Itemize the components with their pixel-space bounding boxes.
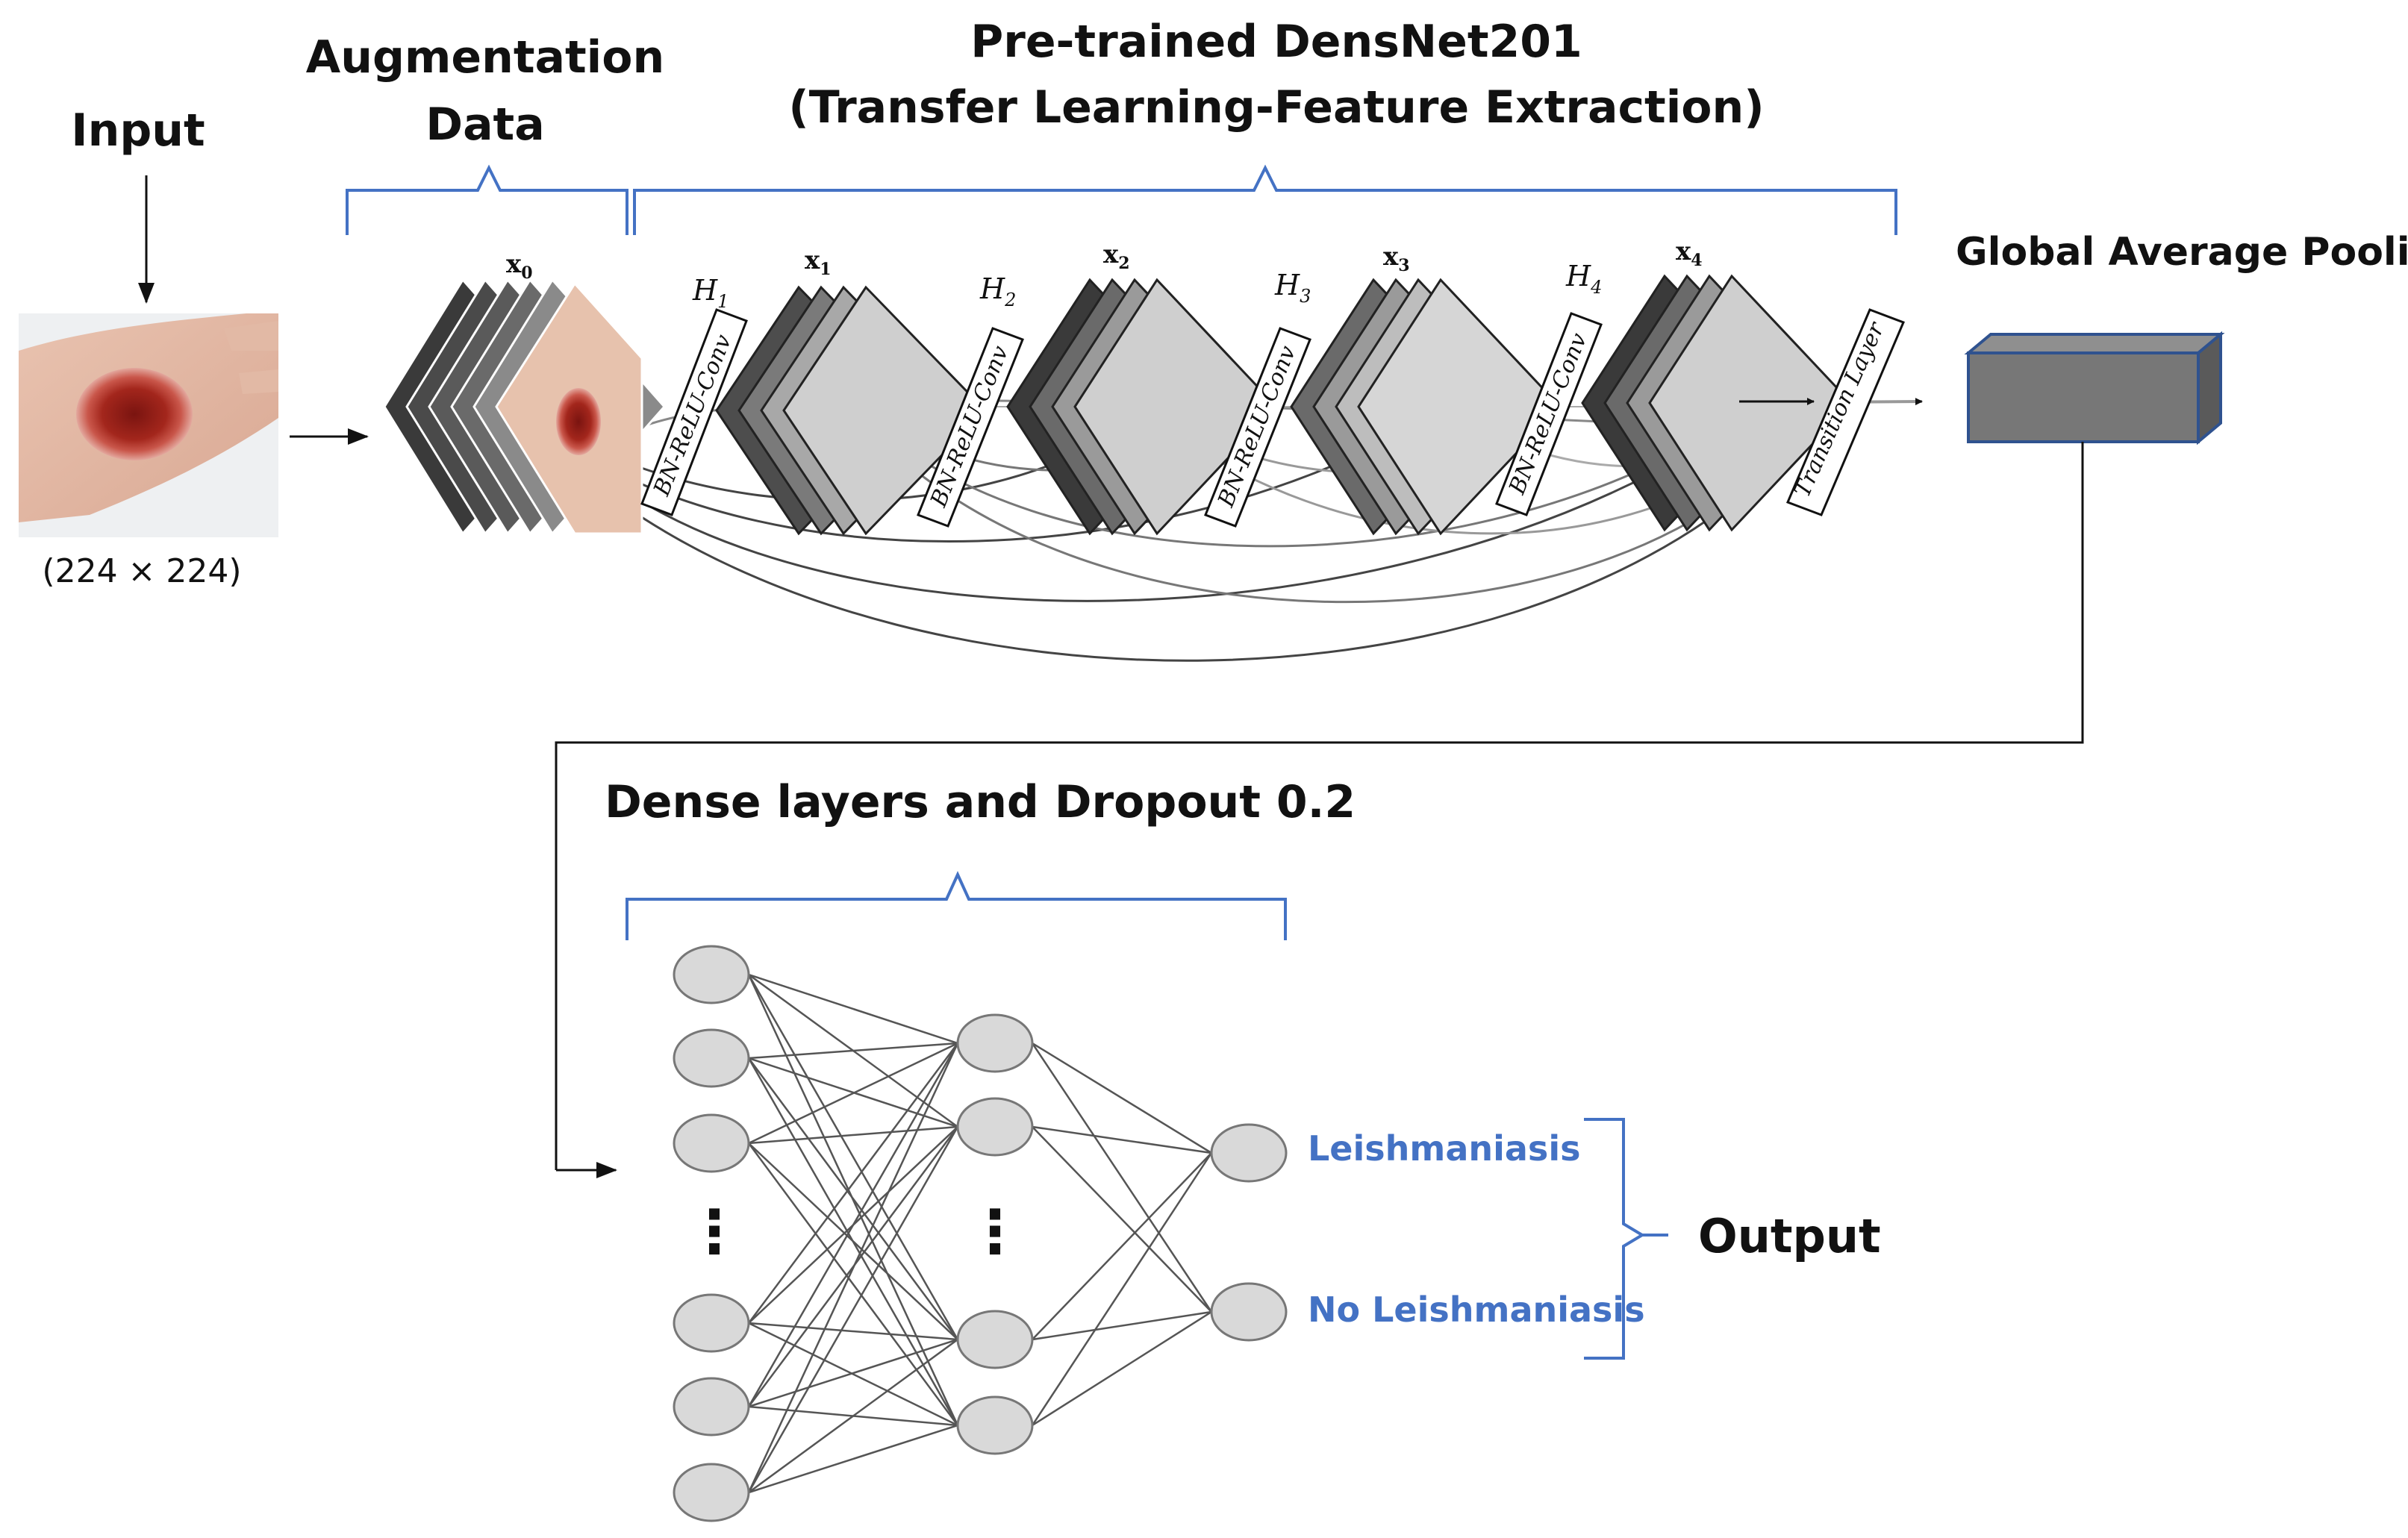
- input-node: [673, 1293, 750, 1353]
- input-node: [673, 1113, 750, 1173]
- layer-label-2: H2: [979, 272, 1016, 310]
- dense-edge: [1032, 1042, 1212, 1154]
- hidden-node: [956, 1395, 1034, 1455]
- dense-edge: [748, 1142, 958, 1340]
- lesion-image: [76, 368, 193, 460]
- augmentation-label-line-1: Augmentation: [305, 31, 665, 84]
- gap-box: [1964, 331, 2225, 446]
- dense-edge: [1031, 1042, 1213, 1313]
- input-image: [19, 313, 278, 537]
- dense-edge: [747, 1142, 959, 1426]
- dense-edge: [748, 1424, 958, 1494]
- dense-edge: [748, 1338, 958, 1494]
- bracket-backbone: [633, 164, 1897, 235]
- ellipsis-input: ⋮: [684, 1197, 744, 1266]
- backbone-label-line-2: (Transfer Learning-Feature Extraction): [788, 81, 1765, 134]
- dense-edge: [748, 1322, 958, 1341]
- output-node: [1210, 1282, 1288, 1342]
- layer-label-3: H3: [1274, 269, 1311, 307]
- input-node: [673, 945, 750, 1004]
- dense-edge: [747, 974, 959, 1340]
- feature-block-4: [1581, 274, 1853, 532]
- dense-edge: [748, 1042, 958, 1145]
- input-size-label: (224 × 224): [42, 552, 242, 590]
- dense-edge: [747, 1057, 959, 1340]
- dense-edge: [748, 1322, 958, 1427]
- layer-label-1: H1: [692, 274, 729, 312]
- backbone-label-line-1: Pre-trained DensNet201: [970, 16, 1582, 68]
- feature-label-2: x2: [1103, 240, 1130, 273]
- feature-block-1: [715, 285, 988, 536]
- hidden-node: [956, 1013, 1034, 1073]
- class-label-no-leishmaniasis: No Leishmaniasis: [1308, 1290, 1645, 1330]
- dense-edge: [747, 1042, 959, 1407]
- output-node: [1210, 1123, 1288, 1183]
- layer-label-4: H4: [1565, 260, 1602, 298]
- dense-edge: [747, 1126, 959, 1493]
- dense-label: Dense layers and Dropout 0.2: [605, 776, 1356, 828]
- bracket-dense: [626, 871, 1287, 940]
- dense-edge: [747, 1042, 959, 1324]
- bracket-output: [1584, 1118, 1668, 1360]
- dense-edge: [1032, 1152, 1212, 1340]
- output-label: Output: [1698, 1209, 1881, 1263]
- hidden-node: [956, 1097, 1034, 1157]
- input-node: [673, 1463, 750, 1522]
- input-label: Input: [71, 104, 205, 157]
- dense-edges: [747, 973, 1213, 1494]
- class-label-leishmaniasis: Leishmaniasis: [1308, 1128, 1581, 1169]
- augmentation-label-line-2: Data: [425, 99, 545, 151]
- feature-label-0: x0: [506, 249, 533, 283]
- ellipsis-hidden: ⋮: [965, 1197, 1025, 1266]
- backbone-label: Pre-trained DensNet201 (Transfer Learnin…: [784, 9, 1769, 140]
- feature-label-3: x3: [1383, 242, 1410, 275]
- dense-edge: [1031, 1152, 1213, 1426]
- bracket-augmentation: [346, 164, 628, 235]
- dense-edge: [747, 1042, 959, 1493]
- augmentation-label: Augmentation Data: [291, 24, 679, 158]
- dense-nodes: [673, 945, 1288, 1522]
- dense-edge: [748, 1338, 958, 1408]
- augmented-lesion: [556, 388, 601, 455]
- dense-edge: [748, 1125, 958, 1145]
- input-node: [673, 1377, 750, 1437]
- feature-label-4: x4: [1676, 237, 1703, 270]
- gap-label: Global Average Pooling: [1956, 230, 2408, 275]
- feature-label-1: x1: [805, 246, 832, 279]
- dense-edge: [1032, 1310, 1212, 1427]
- dense-edge: [1032, 1125, 1212, 1154]
- dense-edge: [1032, 1310, 1212, 1341]
- feature-block-3: [1290, 278, 1562, 536]
- dense-edge: [748, 973, 958, 1045]
- feature-block-2: [1006, 278, 1279, 536]
- input-node: [673, 1028, 750, 1088]
- connector-gap-to-dense: [555, 442, 2084, 1170]
- dense-edge: [748, 1042, 958, 1060]
- hidden-node: [956, 1310, 1034, 1369]
- dense-edge: [1032, 1126, 1212, 1313]
- feature-block-0: [383, 278, 667, 536]
